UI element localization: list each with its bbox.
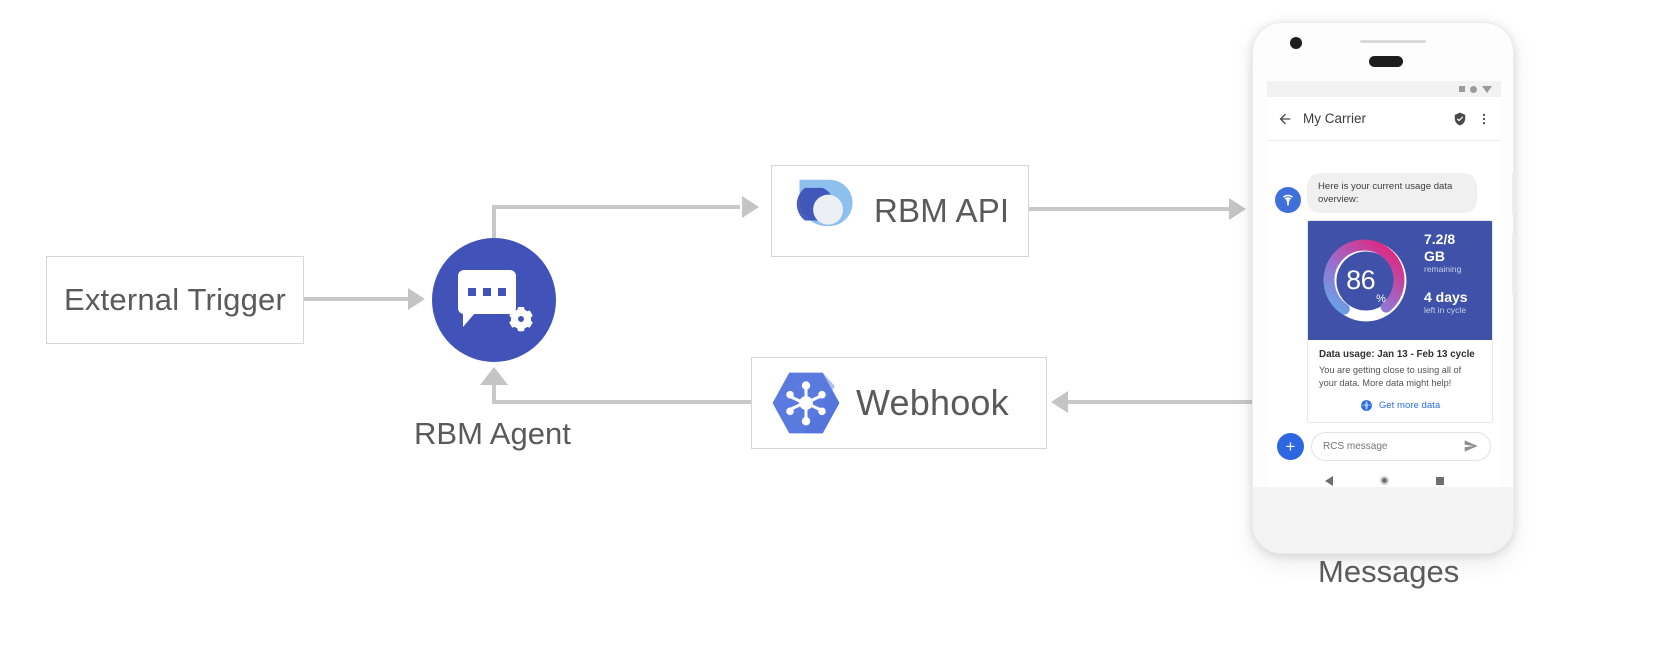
front-camera-icon (1290, 37, 1302, 49)
android-nav-bar (1267, 466, 1501, 488)
plus-icon[interactable]: + (1277, 432, 1304, 460)
arrowhead-trigger-to-agent (408, 288, 425, 310)
app-bar-title: My Carrier (1303, 111, 1366, 126)
get-more-data-button[interactable]: Get more data (1319, 399, 1481, 412)
phone-top-bezel (1253, 23, 1513, 81)
incoming-message-row: Here is your current usage data overview… (1275, 173, 1493, 214)
arrowhead-phone-to-webhook (1051, 391, 1068, 413)
rbm-api-box[interactable]: RBM API (771, 165, 1029, 257)
external-trigger-box[interactable]: External Trigger (46, 256, 304, 344)
send-icon[interactable] (1463, 438, 1479, 454)
composer-field[interactable] (1311, 431, 1491, 461)
globe-icon (1360, 399, 1372, 411)
wire-api-to-phone (1029, 207, 1229, 211)
conversation-thread: Here is your current usage data overview… (1267, 141, 1501, 423)
gauge-percent-value: 86 (1346, 265, 1376, 296)
gauge-percent-symbol: % (1376, 292, 1386, 305)
status-bar (1267, 81, 1501, 97)
gauge-value-group: 86 % (1314, 233, 1418, 329)
rbm-agent-node[interactable] (432, 238, 556, 362)
data-remaining-label: remaining (1424, 263, 1462, 274)
wire-agent-to-api (492, 205, 740, 209)
rbm-droplet-icon (796, 179, 853, 227)
gear-icon (509, 306, 533, 332)
external-trigger-label: External Trigger (63, 282, 287, 317)
data-usage-gauge: 86 % (1314, 233, 1418, 329)
message-composer: + (1267, 423, 1501, 466)
triangle-down-icon (1482, 85, 1492, 93)
days-left-value: 4 days (1424, 288, 1468, 305)
rich-card[interactable]: 86 % 7.2/8 GB remaining 4 days left in c… (1307, 220, 1493, 423)
rich-card-description: You are getting close to using all of yo… (1319, 364, 1462, 388)
get-more-data-label: Get more data (1378, 399, 1441, 411)
dot-icon (1470, 85, 1477, 93)
wire-agent-up (492, 205, 496, 253)
days-left-label: left in cycle (1424, 304, 1467, 315)
more-vert-icon[interactable] (1477, 112, 1491, 126)
rbm-api-label: RBM API (874, 192, 1010, 229)
rich-card-title: Data usage: Jan 13 - Feb 13 cycle (1319, 348, 1475, 360)
phone-antenna-line (1360, 40, 1426, 43)
verified-shield-icon[interactable] (1453, 112, 1467, 126)
phone-volume-button[interactable] (1512, 233, 1515, 295)
chat-bubble-icon (458, 270, 516, 327)
webhook-label: Webhook (856, 382, 1009, 423)
back-arrow-icon[interactable] (1277, 111, 1293, 127)
rbm-agent-label: RBM Agent (414, 416, 571, 451)
data-remaining-value: 7.2/8 GB (1424, 231, 1456, 264)
phone-screen: My Carrier (1267, 81, 1501, 487)
wire-phone-to-webhook (1068, 400, 1258, 404)
nav-back-icon[interactable] (1324, 475, 1333, 486)
arrowhead-webhook-to-agent (480, 367, 508, 385)
wire-webhook-to-agent (492, 400, 752, 404)
bubble-dots-icon (468, 288, 506, 296)
card-stats: 7.2/8 GB remaining 4 days left in cycle (1422, 231, 1480, 329)
square-icon (1459, 86, 1465, 92)
incoming-message-text: Here is your current usage data overview… (1307, 173, 1477, 214)
rich-card-body: Data usage: Jan 13 - Feb 13 cycle You ar… (1308, 340, 1492, 422)
phone-device: My Carrier (1252, 22, 1515, 554)
messages-label: Messages (1318, 554, 1460, 589)
earpiece-speaker (1369, 56, 1403, 67)
phone-bottom-bezel (1253, 487, 1513, 553)
wire-trigger-to-agent (304, 297, 408, 301)
rcs-message-input[interactable] (1323, 440, 1457, 452)
arrowhead-api-to-phone (1229, 198, 1246, 220)
rbm-agent-circle (432, 238, 556, 362)
nav-recents-icon[interactable] (1435, 476, 1444, 485)
wire-agent-return-up (492, 385, 496, 404)
app-bar: My Carrier (1267, 97, 1501, 141)
webhook-box[interactable]: Webhook (751, 357, 1047, 449)
arrowhead-agent-to-api (742, 196, 759, 218)
nav-home-icon[interactable] (1379, 476, 1389, 485)
rich-card-hero: 86 % 7.2/8 GB remaining 4 days left in c… (1308, 221, 1492, 340)
phone-power-button[interactable] (1512, 173, 1515, 215)
webhook-hexagon-icon (772, 372, 840, 434)
wifi-tower-icon (1275, 187, 1301, 214)
